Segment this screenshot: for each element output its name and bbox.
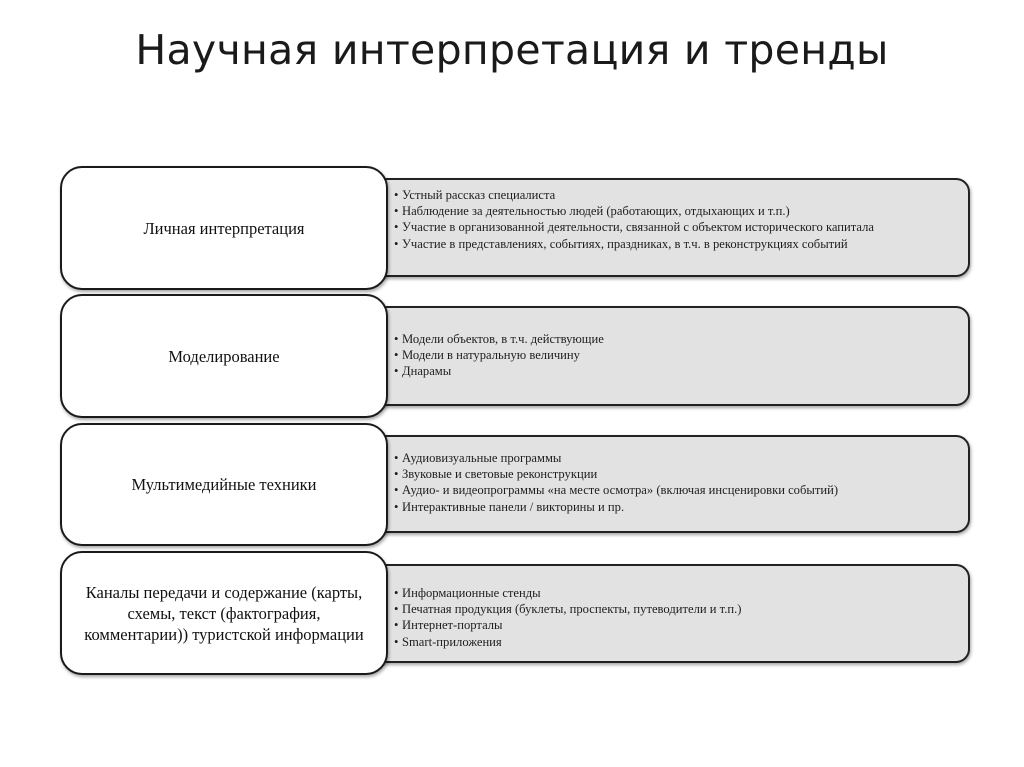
detail-item: Печатная продукция (буклеты, проспекты, …: [394, 601, 958, 617]
detail-list: Аудиовизуальные программы Звуковые и све…: [394, 450, 958, 515]
detail-item: Звуковые и световые реконструкции: [394, 466, 958, 482]
detail-item: Участие в представлениях, событиях, праз…: [394, 236, 958, 252]
detail-item: Аудио- и видеопрограммы «на месте осмотр…: [394, 482, 958, 498]
detail-box-multimedia: Аудиовизуальные программы Звуковые и све…: [360, 435, 970, 533]
category-label: Каналы передачи и содержание (карты, схе…: [84, 582, 364, 644]
detail-box-personal-interpretation: Устный рассказ специалиста Наблюдение за…: [360, 178, 970, 277]
category-box-personal-interpretation: Личная интерпретация: [60, 166, 388, 290]
category-label: Моделирование: [168, 346, 280, 366]
detail-item: Интернет-порталы: [394, 617, 958, 633]
detail-box-channels: Информационные стенды Печатная продукция…: [360, 564, 970, 663]
detail-item: Smart-приложения: [394, 634, 958, 650]
category-label: Личная интерпретация: [143, 218, 305, 238]
detail-list: Информационные стенды Печатная продукция…: [394, 585, 958, 650]
category-label: Мультимедийные техники: [131, 475, 317, 494]
detail-item: Днарамы: [394, 363, 958, 379]
category-box-channels: Каналы передачи и содержание (карты, схе…: [60, 551, 388, 675]
detail-list: Модели объектов, в т.ч. действующие Моде…: [394, 331, 958, 380]
detail-item: Аудиовизуальные программы: [394, 450, 958, 466]
category-box-modeling: Моделирование: [60, 294, 388, 418]
detail-item: Информационные стенды: [394, 585, 958, 601]
detail-item: Наблюдение за деятельностью людей (работ…: [394, 203, 958, 219]
detail-item: Модели объектов, в т.ч. действующие: [394, 331, 958, 347]
detail-item: Участие в организованной деятельности, с…: [394, 219, 958, 235]
category-box-multimedia: Мультимедийные техники: [60, 423, 388, 546]
detail-item: Устный рассказ специалиста: [394, 187, 958, 203]
slide-title: Научная интерпретация и тренды: [135, 26, 889, 74]
detail-item: Модели в натуральную величину: [394, 347, 958, 363]
detail-list: Устный рассказ специалиста Наблюдение за…: [394, 187, 958, 252]
detail-item: Интерактивные панели / викторины и пр.: [394, 499, 958, 515]
detail-box-modeling: Модели объектов, в т.ч. действующие Моде…: [360, 306, 970, 406]
